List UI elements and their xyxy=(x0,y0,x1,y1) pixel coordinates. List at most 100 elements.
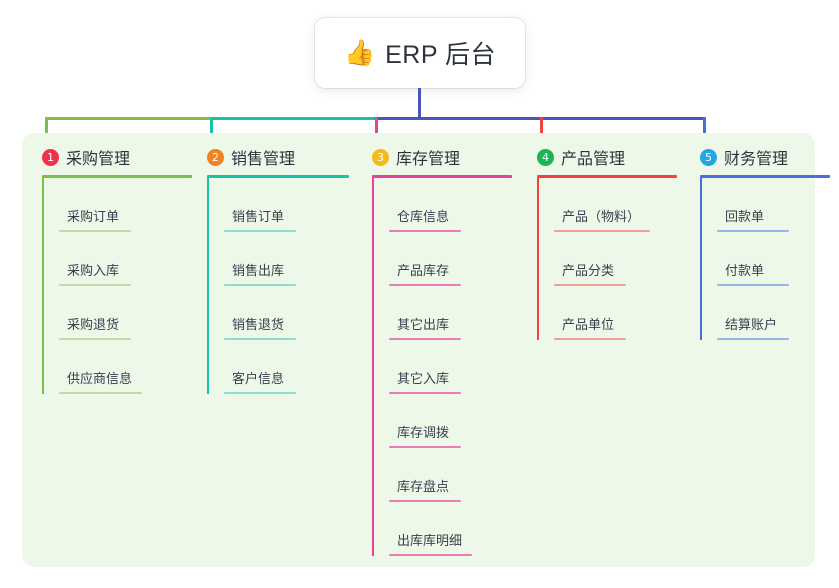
bus-segment-left xyxy=(45,117,211,120)
leaf-label: 结算账户 xyxy=(725,317,778,332)
leaf-rule xyxy=(59,392,142,394)
leaf-rule xyxy=(554,230,650,232)
column-spine-3 xyxy=(372,178,374,556)
column-title-3: 库存管理 xyxy=(396,151,461,168)
leaf-label: 产品分类 xyxy=(562,263,615,278)
leaf-item[interactable]: 付款单 xyxy=(717,232,830,286)
column-3: 3 库存管理仓库信息产品库存其它出库其它入库库存调拨库存盘点出库库明细 xyxy=(372,146,512,556)
leaf-rule xyxy=(224,338,296,340)
leaf-label: 产品单位 xyxy=(562,317,615,332)
leaf-label: 客户信息 xyxy=(232,371,285,386)
leaf-rule xyxy=(59,338,131,340)
column-1: 1 采购管理采购订单采购入库采购退货供应商信息 xyxy=(42,146,192,394)
leaf-item[interactable]: 采购订单 xyxy=(59,178,192,232)
leaf-rule xyxy=(389,338,461,340)
leaf-rule xyxy=(224,230,296,232)
column-spine-5 xyxy=(700,178,702,340)
leaf-label: 库存盘点 xyxy=(397,479,450,494)
leaf-rule xyxy=(717,284,789,286)
leaf-item[interactable]: 销售出库 xyxy=(224,232,349,286)
column-badge-2: 2 xyxy=(207,148,224,166)
leaf-rule xyxy=(389,284,461,286)
leaf-item[interactable]: 库存盘点 xyxy=(389,448,512,502)
diagram-panel xyxy=(22,133,815,567)
leaf-label: 采购订单 xyxy=(67,209,120,224)
column-badge-3: 3 xyxy=(372,148,389,166)
column-2: 2 销售管理销售订单销售出库销售退货客户信息 xyxy=(207,146,349,394)
column-badge-1: 1 xyxy=(42,148,59,166)
drop-connector-1 xyxy=(45,117,48,146)
bus-segment-middle xyxy=(210,117,376,120)
leaf-item[interactable]: 产品分类 xyxy=(554,232,677,286)
leaf-rule xyxy=(554,284,626,286)
leaf-label: 采购退货 xyxy=(67,317,120,332)
column-header-3[interactable]: 3 库存管理 xyxy=(372,146,512,168)
leaf-item[interactable]: 回款单 xyxy=(717,178,830,232)
leaf-list-4: 产品（物料） 产品分类产品单位 xyxy=(537,178,677,340)
column-spine-1 xyxy=(42,178,44,394)
leaf-rule xyxy=(224,284,296,286)
column-header-2[interactable]: 2 销售管理 xyxy=(207,146,349,168)
leaf-label: 采购入库 xyxy=(67,263,120,278)
leaf-rule xyxy=(717,338,789,340)
leaf-rule xyxy=(389,230,461,232)
leaf-item[interactable]: 出库库明细 xyxy=(389,502,512,556)
leaf-label: 销售退货 xyxy=(232,317,285,332)
leaf-label: 库存调拨 xyxy=(397,425,450,440)
column-spine-2 xyxy=(207,178,209,394)
leaf-label: 回款单 xyxy=(725,209,765,224)
leaf-item[interactable]: 结算账户 xyxy=(717,286,830,340)
leaf-item[interactable]: 产品（物料） xyxy=(554,178,677,232)
leaf-item[interactable]: 采购退货 xyxy=(59,286,192,340)
leaf-item[interactable]: 库存调拨 xyxy=(389,394,512,448)
root-node[interactable]: 👍 ERP 后台 xyxy=(315,18,525,88)
leaf-rule xyxy=(389,446,461,448)
drop-connector-5 xyxy=(703,117,706,146)
trunk-connector xyxy=(418,88,421,120)
leaf-item[interactable]: 产品单位 xyxy=(554,286,677,340)
leaf-rule xyxy=(59,230,131,232)
leaf-rule xyxy=(389,500,461,502)
leaf-item[interactable]: 供应商信息 xyxy=(59,340,192,394)
leaf-list-1: 采购订单采购入库采购退货供应商信息 xyxy=(42,178,192,394)
column-spine-4 xyxy=(537,178,539,340)
column-rule-4 xyxy=(537,175,677,178)
leaf-item[interactable]: 仓库信息 xyxy=(389,178,512,232)
column-rule-5 xyxy=(700,175,830,178)
leaf-item[interactable]: 其它入库 xyxy=(389,340,512,394)
leaf-item[interactable]: 客户信息 xyxy=(224,340,349,394)
leaf-item[interactable]: 产品库存 xyxy=(389,232,512,286)
column-title-4: 产品管理 xyxy=(561,151,626,168)
leaf-item[interactable]: 其它出库 xyxy=(389,286,512,340)
leaf-item[interactable]: 销售订单 xyxy=(224,178,349,232)
leaf-label: 产品（物料） xyxy=(562,209,641,224)
leaf-label: 供应商信息 xyxy=(67,371,133,386)
column-header-4[interactable]: 4 产品管理 xyxy=(537,146,677,168)
column-badge-4: 4 xyxy=(537,148,554,166)
leaf-label: 付款单 xyxy=(725,263,765,278)
leaf-item[interactable]: 销售退货 xyxy=(224,286,349,340)
drop-connector-4 xyxy=(540,117,543,146)
leaf-label: 产品库存 xyxy=(397,263,450,278)
leaf-item[interactable]: 采购入库 xyxy=(59,232,192,286)
leaf-rule xyxy=(389,392,461,394)
column-header-1[interactable]: 1 采购管理 xyxy=(42,146,192,168)
drop-connector-2 xyxy=(210,117,213,146)
column-rule-1 xyxy=(42,175,192,178)
column-title-1: 采购管理 xyxy=(66,151,131,168)
column-rule-2 xyxy=(207,175,349,178)
leaf-label: 仓库信息 xyxy=(397,209,450,224)
leaf-label: 其它入库 xyxy=(397,371,450,386)
leaf-list-5: 回款单付款单结算账户 xyxy=(700,178,830,340)
leaf-rule xyxy=(717,230,789,232)
column-4: 4 产品管理产品（物料） 产品分类产品单位 xyxy=(537,146,677,340)
leaf-rule xyxy=(59,284,131,286)
root-title: ERP 后台 xyxy=(385,41,497,69)
thumbs-up-icon: 👍 xyxy=(343,38,376,67)
leaf-label: 销售出库 xyxy=(232,263,285,278)
leaf-list-2: 销售订单销售出库销售退货客户信息 xyxy=(207,178,349,394)
column-badge-5: 5 xyxy=(700,148,717,166)
column-title-2: 销售管理 xyxy=(231,151,296,168)
leaf-label: 出库库明细 xyxy=(397,533,463,548)
